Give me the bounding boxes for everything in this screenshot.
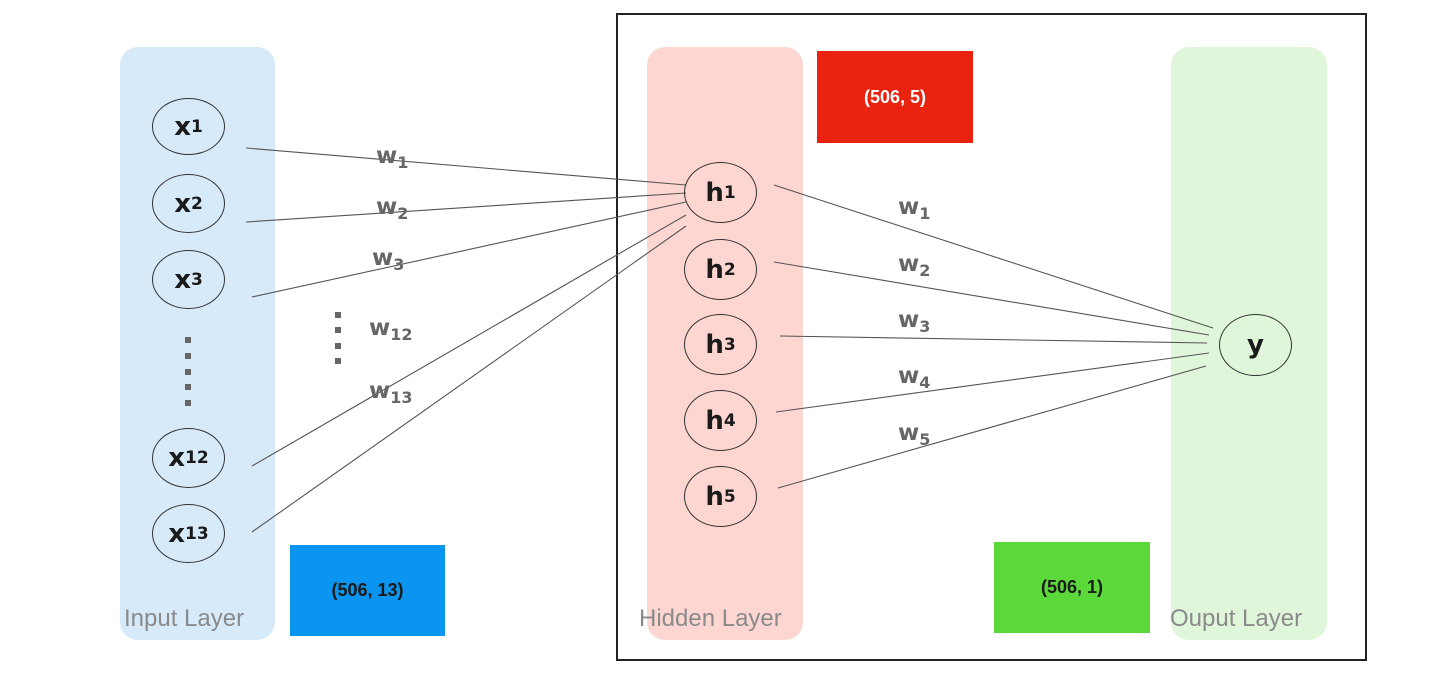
input-weight-label-2: w2 xyxy=(376,194,409,223)
edge-x1-h1 xyxy=(245,147,687,186)
hidden-shape-box: (506, 5) xyxy=(817,51,973,143)
hidden-layer-label: Hidden Layer xyxy=(639,605,782,632)
edge-h3-y xyxy=(779,335,1208,344)
hidden-weight-label-1: w1 xyxy=(898,194,931,223)
edge-h5-y xyxy=(777,365,1207,489)
input-weight-label-1: w1 xyxy=(376,143,409,172)
input-shape-box: (506, 13) xyxy=(290,545,445,636)
edge-x13-h1 xyxy=(251,225,687,533)
input-weight-label-12: w12 xyxy=(369,315,413,344)
edge-x3-h1 xyxy=(251,201,687,298)
input-weight-label-13: w13 xyxy=(369,378,413,407)
input-ellipsis xyxy=(185,337,191,406)
output-shape-box: (506, 1) xyxy=(994,542,1150,633)
hidden-weight-label-4: w4 xyxy=(898,363,931,392)
edge-x2-h1 xyxy=(245,192,687,223)
input-shape-text: (506, 13) xyxy=(331,580,404,600)
edge-h4-y xyxy=(775,352,1210,413)
edge-h2-y xyxy=(773,261,1210,336)
edge-h1-y xyxy=(773,184,1214,329)
model-frame xyxy=(616,13,1367,661)
output-layer-label: Ouput Layer xyxy=(1170,605,1303,632)
hidden-weight-label-5: w5 xyxy=(898,420,931,449)
input-layer-label: Input Layer xyxy=(124,605,245,632)
edge-x12-h1 xyxy=(251,214,687,467)
output-shape-text: (506, 1) xyxy=(1040,577,1104,597)
hidden-shape-text: (506, 5) xyxy=(863,86,927,107)
hidden-weight-label-2: w2 xyxy=(898,251,931,280)
output-node-y: y xyxy=(1219,314,1292,376)
hidden-weight-label-3: w3 xyxy=(898,307,931,336)
weight-ellipsis xyxy=(335,312,341,364)
input-weight-label-3: w3 xyxy=(372,245,405,274)
